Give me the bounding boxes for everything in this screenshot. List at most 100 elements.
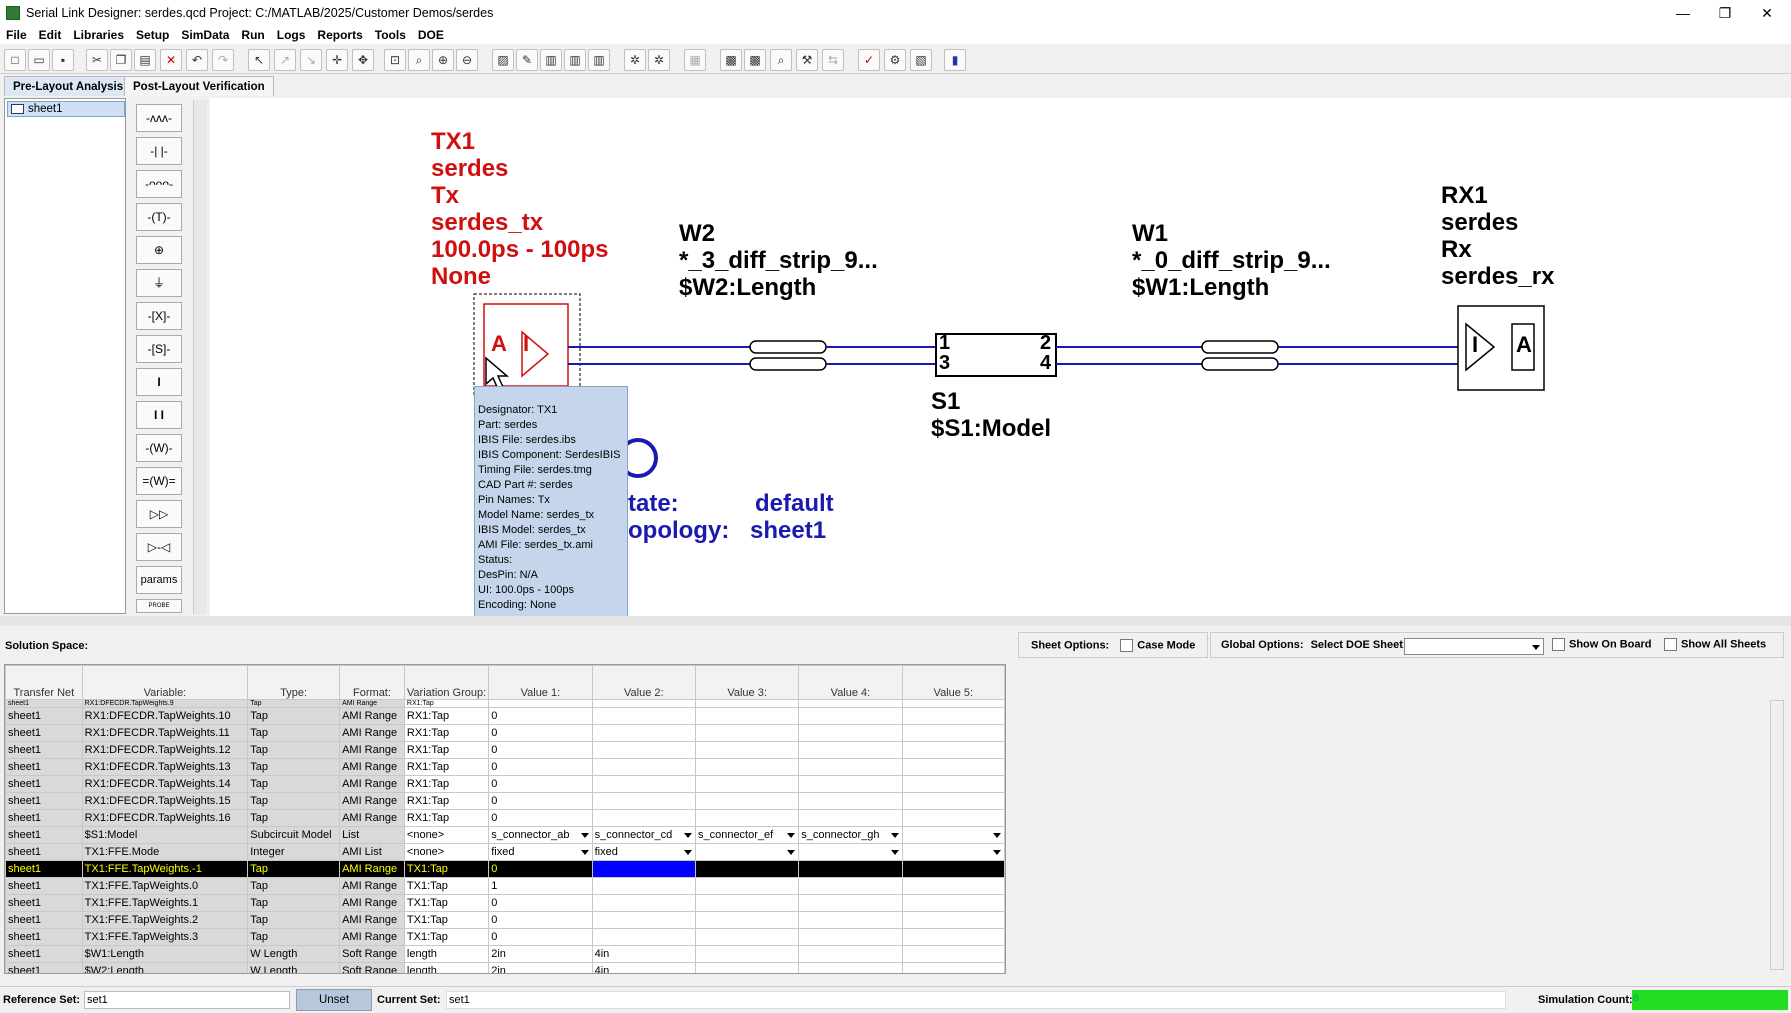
schematic-canvas[interactable]: TX1 serdes Tx serdes_tx 100.0ps - 100ps … (210, 98, 1791, 618)
open-folder-icon[interactable]: ▭ (28, 49, 50, 71)
table-row-partial[interactable]: sheet1 RX1:DFECDR.TapWeights.9 Tap AMI R… (5, 699, 1005, 708)
table-cell[interactable] (901, 962, 1005, 973)
table-cell[interactable] (694, 775, 800, 793)
table-cell[interactable] (591, 707, 696, 725)
table-cell[interactable] (591, 877, 696, 895)
col-variation-group[interactable]: Variation Group: (403, 665, 490, 700)
chart-icon[interactable]: ▩ (720, 49, 742, 71)
palette-scrollbar[interactable] (193, 100, 207, 614)
table-cell[interactable] (901, 928, 1005, 946)
table-cell[interactable] (798, 724, 903, 742)
zoom-out-icon[interactable]: ⊖ (456, 49, 478, 71)
table-cell[interactable]: 0 (488, 928, 593, 946)
table-cell[interactable]: 0 (488, 724, 593, 742)
menu-doe[interactable]: DOE (417, 28, 444, 42)
col-transfer-net[interactable]: Transfer Net (5, 665, 83, 700)
paste-icon[interactable]: ▤ (134, 49, 156, 71)
w-element-diff-icon[interactable]: =(W)= (136, 467, 182, 495)
chart2-icon[interactable]: ▩ (744, 49, 766, 71)
table-cell[interactable] (591, 928, 696, 946)
zoom-icon[interactable]: ⌕ (408, 49, 430, 71)
table-cell[interactable]: s_connector_ab (488, 826, 593, 844)
probe-icon[interactable]: ⌕ (770, 49, 792, 71)
col-value-4[interactable]: Value 4: (798, 665, 903, 700)
case-mode-checkbox[interactable] (1120, 639, 1134, 652)
table-cell[interactable] (798, 894, 903, 912)
grid-vertical-scrollbar[interactable] (1770, 700, 1784, 970)
table-cell[interactable] (591, 741, 696, 759)
w-element-icon[interactable]: -(W)- (136, 434, 182, 462)
table-cell[interactable]: 2in (488, 962, 593, 973)
wire-icon[interactable]: ▨ (492, 49, 514, 71)
table-cell[interactable] (901, 911, 1005, 929)
show-all-sheets-checkbox[interactable] (1664, 638, 1677, 651)
x-block-icon[interactable]: -[X]- (136, 302, 182, 330)
table-cell[interactable]: 2in (488, 945, 593, 963)
table-cell[interactable] (591, 809, 696, 827)
table-cell[interactable] (591, 894, 696, 912)
table-cell[interactable] (901, 860, 1005, 878)
undo-icon[interactable]: ↶ (186, 49, 208, 71)
table-cell[interactable] (591, 792, 696, 810)
table-cell[interactable] (798, 758, 903, 776)
tool-icon[interactable]: ⚒ (796, 49, 818, 71)
select-pointer-icon[interactable]: ↖ (248, 49, 270, 71)
current-set-field[interactable]: set1 (446, 991, 1506, 1009)
table-cell[interactable] (901, 894, 1005, 912)
table-cell[interactable] (798, 741, 903, 759)
table-cell[interactable] (694, 707, 800, 725)
rx1-label[interactable]: RX1 serdes Rx serdes_rx (1441, 182, 1554, 290)
table-cell[interactable]: 1 (488, 877, 593, 895)
via-icon[interactable]: I (136, 368, 182, 396)
table-cell[interactable] (694, 724, 800, 742)
table-cell[interactable] (798, 928, 903, 946)
table-cell[interactable] (901, 826, 1005, 844)
table-cell[interactable]: fixed (591, 843, 696, 861)
inductor-icon[interactable]: -ᴖᴖᴖ- (136, 170, 182, 198)
table-cell[interactable]: 0 (488, 758, 593, 776)
panel-splitter[interactable] (0, 616, 1791, 626)
table-cell[interactable]: s_connector_ef (694, 826, 800, 844)
tree-item-sheet1[interactable]: sheet1 (7, 101, 125, 117)
table-cell[interactable] (901, 775, 1005, 793)
table-cell[interactable]: 0 (488, 809, 593, 827)
menu-setup[interactable]: Setup (136, 28, 170, 42)
delete-icon[interactable]: ✕ (160, 49, 182, 71)
voltage-source-icon[interactable]: ⊕ (136, 236, 182, 264)
new-icon[interactable]: □ (4, 49, 26, 71)
table-cell[interactable] (901, 945, 1005, 963)
table-cell[interactable]: s_connector_gh (798, 826, 903, 844)
table-cell[interactable] (901, 809, 1005, 827)
col-value-1[interactable]: Value 1: (488, 665, 593, 700)
ground-icon[interactable]: ⏚ (136, 269, 182, 297)
minimize-button[interactable]: — (1676, 5, 1690, 21)
diff-via-icon[interactable]: I I (136, 401, 182, 429)
pointer-variant2-icon[interactable]: ↘ (300, 49, 322, 71)
table-cell[interactable] (901, 758, 1005, 776)
menu-libraries[interactable]: Libraries (73, 28, 125, 42)
w2-label[interactable]: W2 *_3_diff_strip_9... $W2:Length (679, 220, 878, 301)
table-cell[interactable]: 4in (591, 962, 696, 973)
copy-icon[interactable]: ❐ (110, 49, 132, 71)
table-cell[interactable] (798, 792, 903, 810)
col-variable[interactable]: Variable: (81, 665, 249, 700)
table-cell[interactable] (798, 945, 903, 963)
table-cell[interactable] (798, 809, 903, 827)
zoom-in-icon[interactable]: ⊕ (432, 49, 454, 71)
table-cell[interactable]: 0 (488, 775, 593, 793)
move-icon[interactable]: ✥ (352, 49, 374, 71)
menu-run[interactable]: Run (241, 28, 265, 42)
table-cell[interactable] (694, 792, 800, 810)
crosshair-icon[interactable]: ✛ (326, 49, 348, 71)
maximize-button[interactable]: ❐ (1718, 5, 1732, 21)
